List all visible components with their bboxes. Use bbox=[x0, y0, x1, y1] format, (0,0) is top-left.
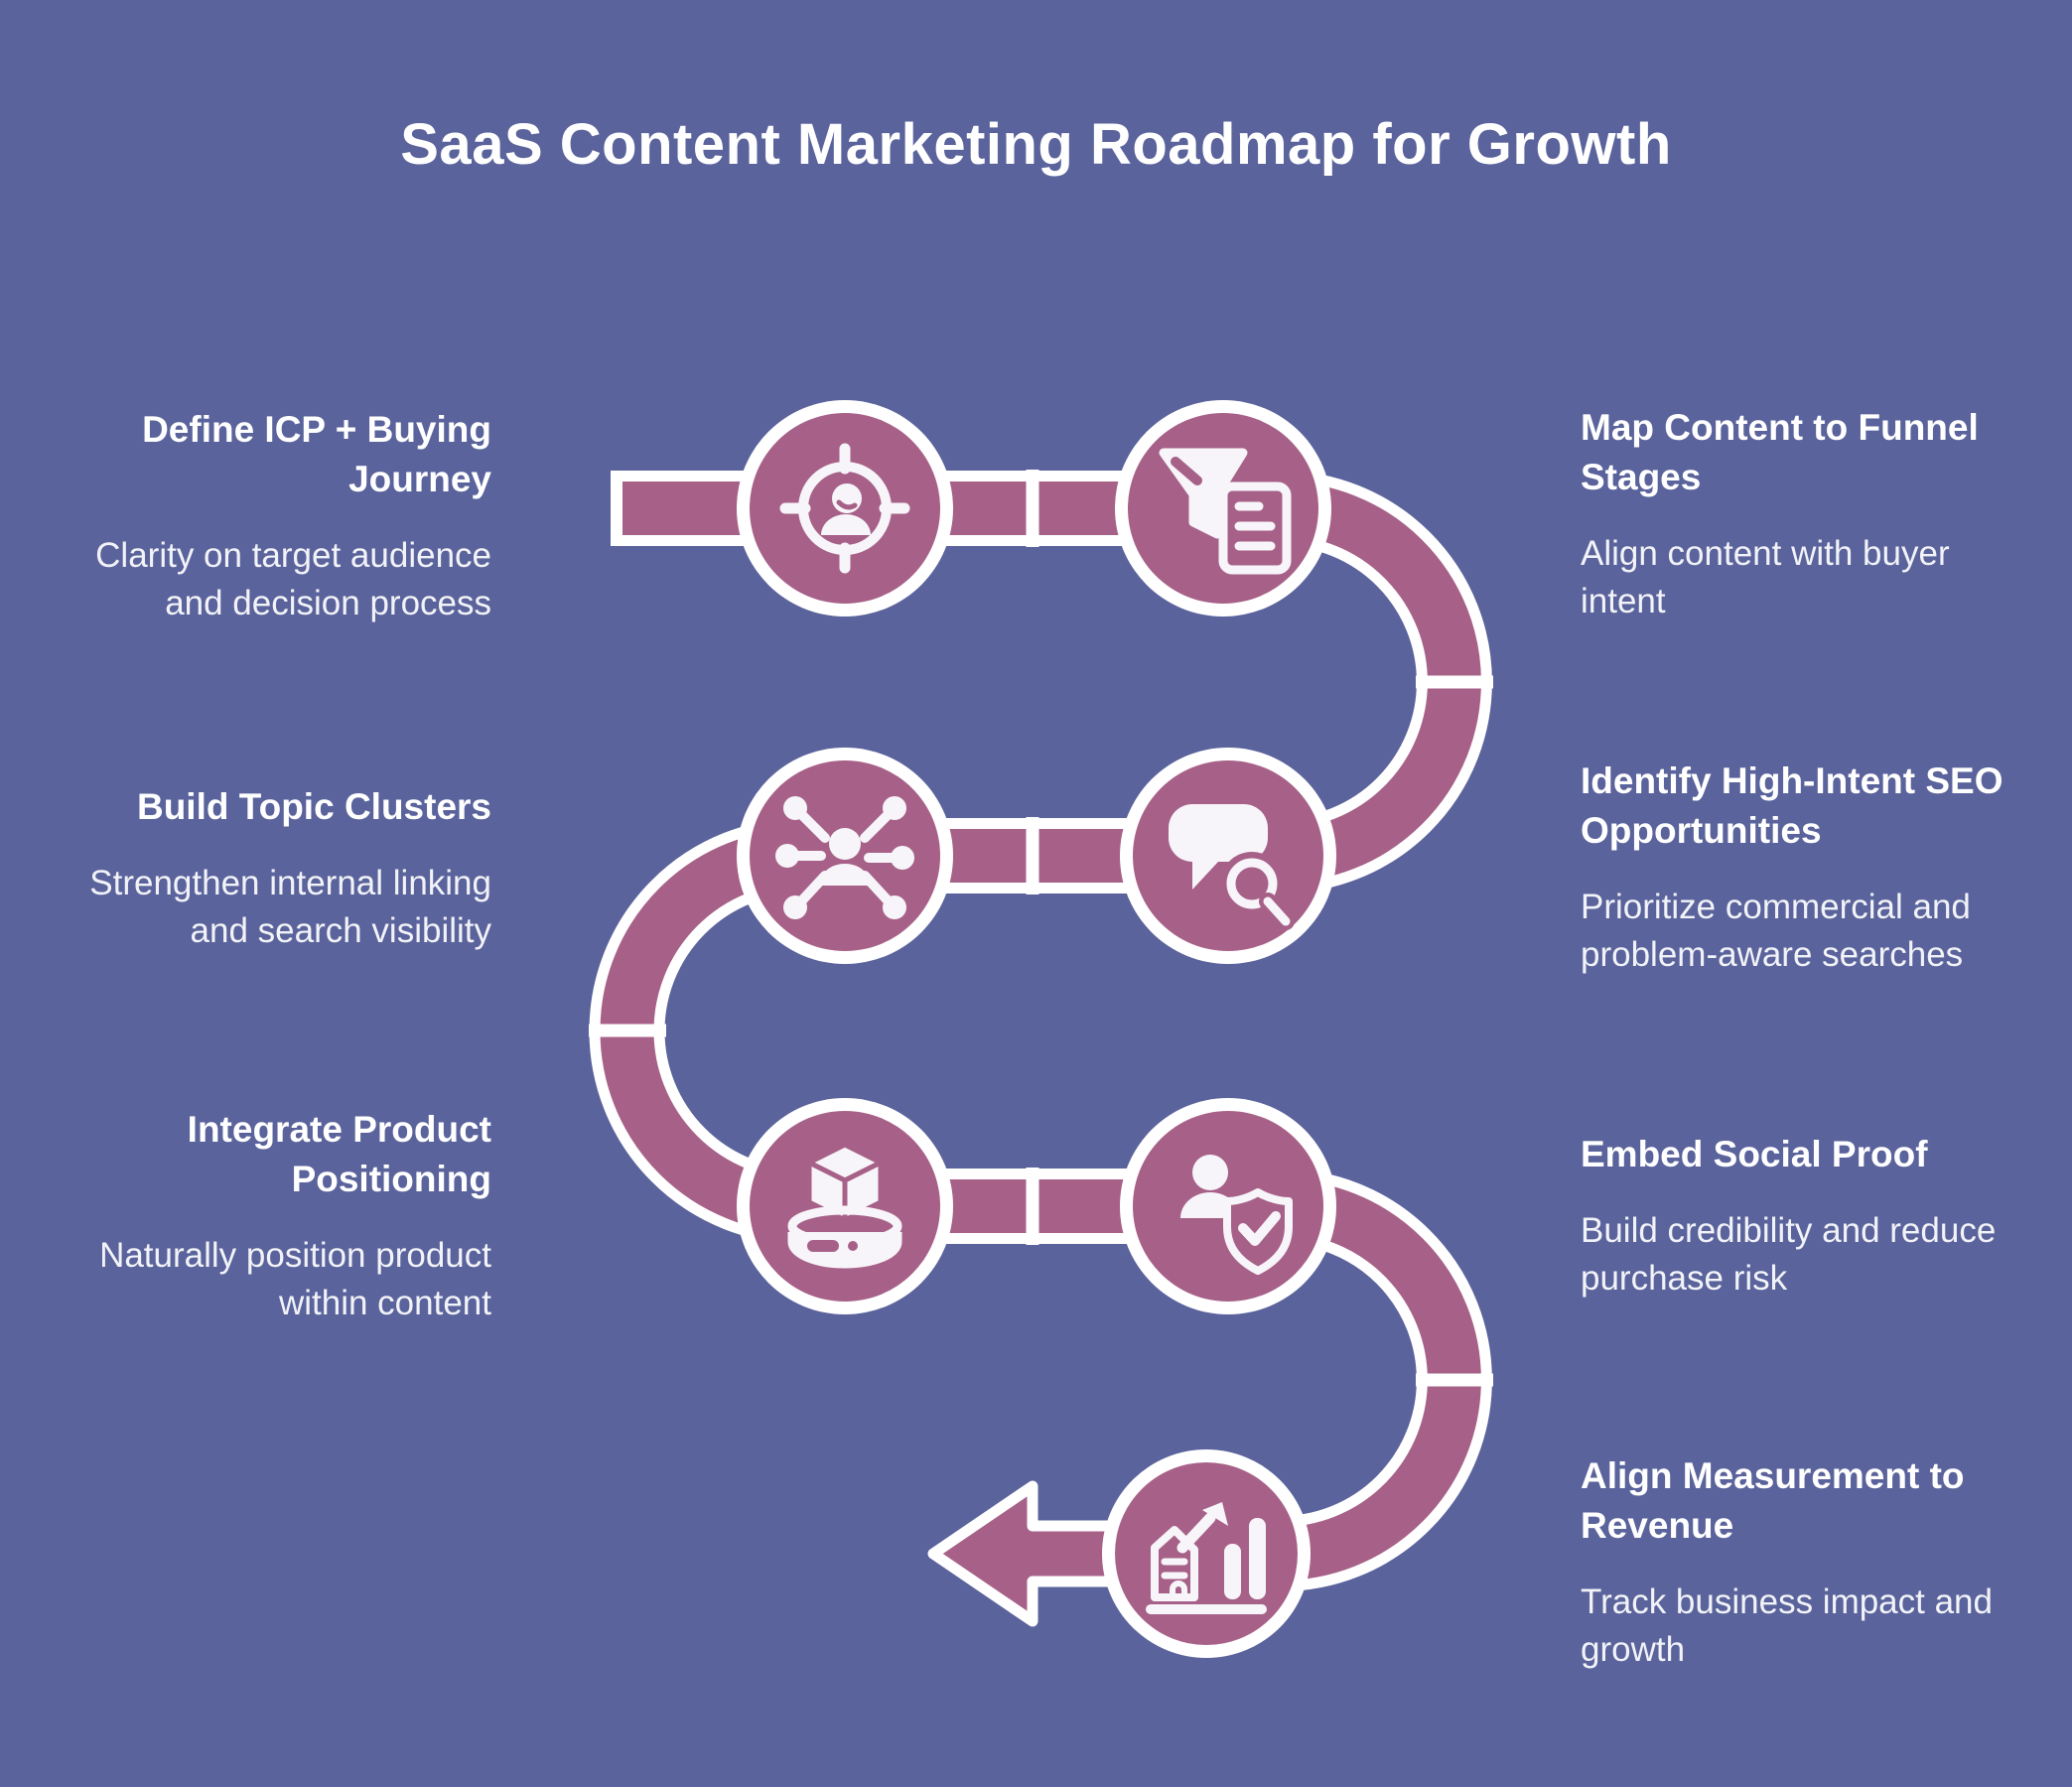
step-description: Prioritize commercial and problem-aware … bbox=[1581, 888, 1971, 974]
topic-cluster-icon bbox=[775, 796, 914, 919]
step-text-measurement-revenue: Align Measurement to Revenue Track busin… bbox=[1581, 1451, 2017, 1674]
step-description: Align content with buyer intent bbox=[1581, 534, 1950, 620]
step-description: Naturally position product within conten… bbox=[99, 1236, 491, 1322]
step-heading: Embed Social Proof bbox=[1581, 1134, 1928, 1174]
page-title: SaaS Content Marketing Roadmap for Growt… bbox=[400, 112, 1672, 177]
step-heading: Build Topic Clusters bbox=[136, 786, 491, 827]
roadmap-path bbox=[589, 471, 1492, 1591]
step-text-map-content: Map Content to Funnel Stages Align conte… bbox=[1581, 403, 2007, 625]
step-description: Track business impact and growth bbox=[1581, 1582, 1993, 1669]
funnel-document-icon bbox=[1159, 448, 1292, 575]
step-description: Strengthen internal linking and search v… bbox=[89, 864, 491, 950]
step-text-seo-opportunities: Identify High-Intent SEO Opportunities P… bbox=[1581, 756, 2037, 979]
step-heading: Integrate Product Positioning bbox=[187, 1109, 491, 1199]
step-text-social-proof: Embed Social Proof Build credibility and… bbox=[1581, 1130, 2037, 1303]
step-text-define-icp: Define ICP + Buying Journey Clarity on t… bbox=[40, 405, 491, 627]
step-circles bbox=[737, 400, 1336, 1658]
step-heading: Define ICP + Buying Journey bbox=[142, 409, 491, 499]
step-heading: Identify High-Intent SEO Opportunities bbox=[1581, 760, 2003, 851]
step-heading: Align Measurement to Revenue bbox=[1581, 1455, 1965, 1546]
step-description: Build credibility and reduce purchase ri… bbox=[1581, 1211, 1997, 1298]
target-audience-icon bbox=[779, 443, 910, 574]
step-text-product-positioning: Integrate Product Positioning Naturally … bbox=[40, 1105, 491, 1327]
growth-chart-icon bbox=[1146, 1502, 1267, 1614]
social-proof-shield-icon bbox=[1180, 1155, 1293, 1275]
path-segment-dividers bbox=[589, 470, 1493, 1387]
step-description: Clarity on target audience and decision … bbox=[95, 536, 491, 622]
product-box-icon bbox=[787, 1142, 902, 1269]
step-text-topic-clusters: Build Topic Clusters Strengthen internal… bbox=[40, 782, 491, 955]
chat-search-icon bbox=[1169, 804, 1295, 930]
step-circle-7 bbox=[1102, 1449, 1311, 1658]
step-heading: Map Content to Funnel Stages bbox=[1581, 407, 1979, 497]
